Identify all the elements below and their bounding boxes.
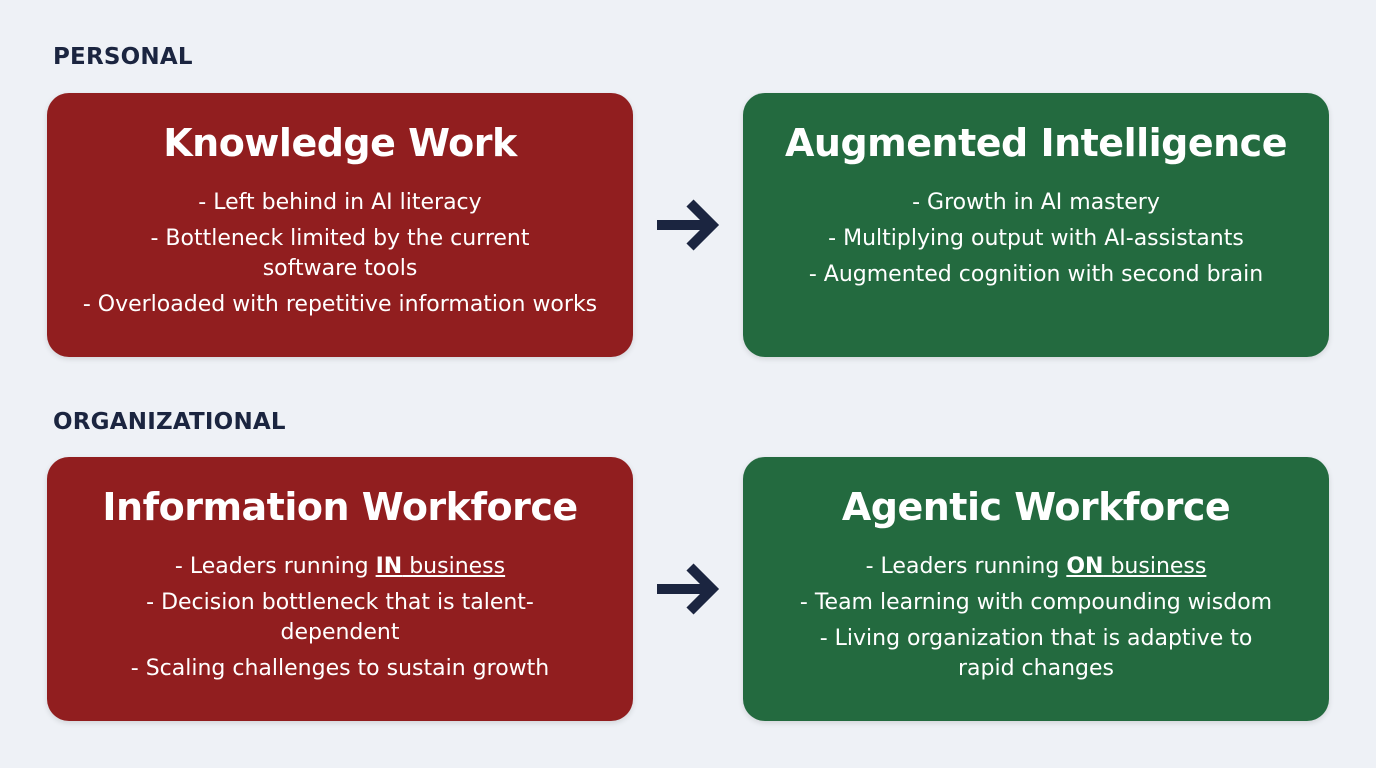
list-item: - Overloaded with repetitive information… [82, 292, 598, 317]
card-bullet-list: - Leaders running ON business - Team lea… [763, 552, 1309, 684]
item-text: business [402, 554, 506, 579]
card-bullet-list: - Growth in AI mastery - Multiplying out… [763, 188, 1309, 290]
list-item: - Left behind in AI literacy [198, 190, 482, 215]
list-item: - Augmented cognition with second brain [808, 262, 1264, 287]
list-item: - Multiplying output with AI-assistants [828, 226, 1244, 251]
card-bullet-list: - Leaders running IN business - Decision… [67, 552, 613, 684]
list-item: - Scaling challenges to sustain growth [130, 656, 550, 681]
item-text: - Leaders running [865, 554, 1067, 579]
card-title: Knowledge Work [163, 121, 517, 165]
item-text: business [1103, 554, 1207, 579]
agentic-workforce-card: Agentic Workforce - Leaders running ON b… [743, 457, 1329, 721]
emphasis-keyword: ON [1066, 554, 1104, 579]
list-item: - Growth in AI mastery [912, 190, 1160, 215]
list-item: - Leaders running ON business [763, 552, 1309, 582]
section-label-organizational: ORGANIZATIONAL [53, 409, 286, 435]
knowledge-work-card: Knowledge Work - Left behind in AI liter… [47, 93, 633, 357]
card-title: Information Workforce [102, 485, 578, 529]
information-workforce-card: Information Workforce - Leaders running … [47, 457, 633, 721]
item-text: - Leaders running [174, 554, 376, 579]
list-item: - Team learning with compounding wisdom [799, 590, 1273, 615]
arrow-right-icon [657, 563, 720, 615]
arrow-right-icon [657, 199, 720, 251]
card-title: Agentic Workforce [841, 485, 1231, 529]
emphasis-keyword: IN [375, 554, 403, 579]
card-title: Augmented Intelligence [785, 121, 1287, 165]
list-item: - Leaders running IN business [67, 552, 613, 582]
card-bullet-list: - Left behind in AI literacy - Bottlenec… [67, 188, 613, 320]
list-item: - Living organization that is adaptive t… [819, 626, 1253, 681]
list-item: - Bottleneck limited by the current soft… [150, 226, 530, 281]
section-label-personal: PERSONAL [53, 44, 193, 70]
augmented-intelligence-card: Augmented Intelligence - Growth in AI ma… [743, 93, 1329, 357]
list-item: - Decision bottleneck that is talent-dep… [146, 590, 534, 645]
